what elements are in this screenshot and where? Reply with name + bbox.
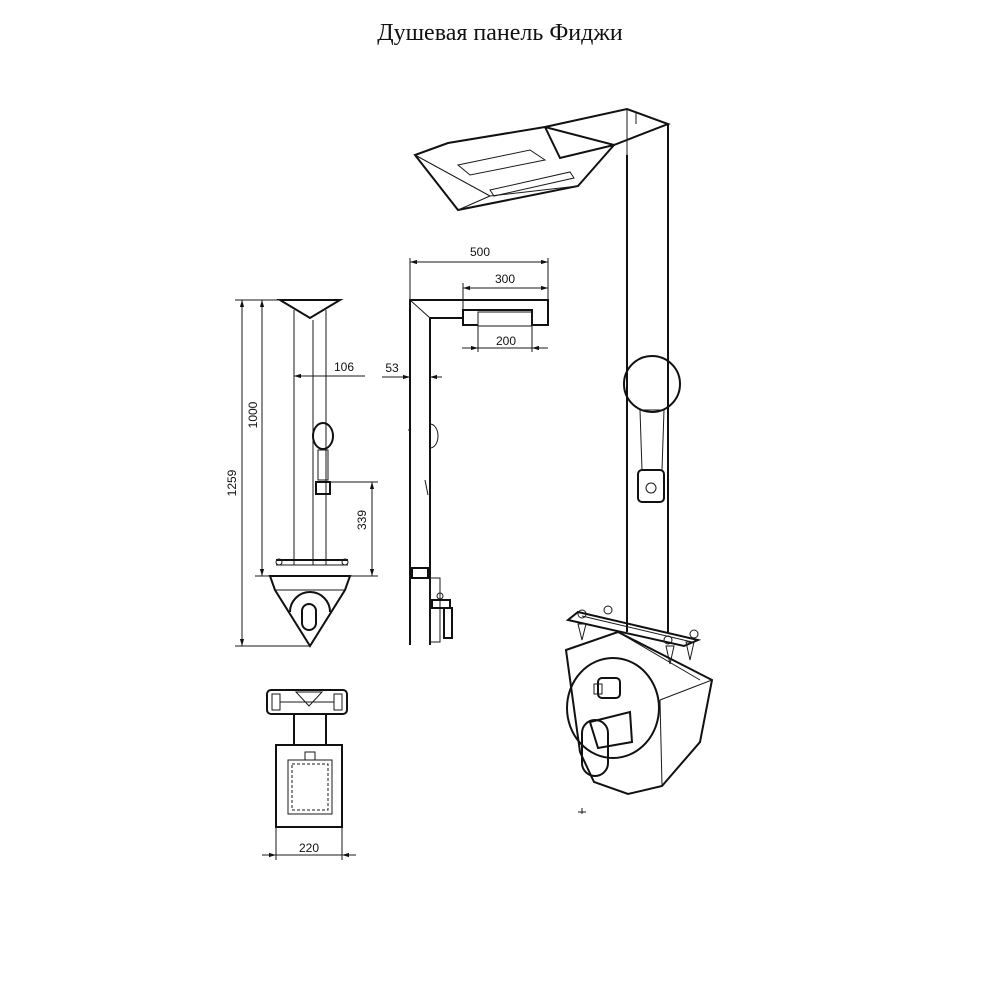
drawing-title: Душевая панель Фиджи	[377, 20, 623, 46]
isometric-view	[413, 107, 714, 814]
front-mixer-body	[268, 575, 352, 648]
dim-53: 53	[385, 361, 399, 375]
front-view	[235, 299, 378, 648]
top-head-shower	[266, 689, 348, 715]
top-view	[262, 689, 356, 860]
dim-500: 500	[470, 245, 490, 259]
side-mixer-top	[411, 567, 429, 579]
iso-diverter-knob	[597, 677, 621, 699]
top-mixer-body	[275, 744, 343, 828]
iso-mixer-body	[564, 630, 714, 796]
iso-holder	[637, 469, 665, 503]
dim-106: 106	[334, 360, 354, 374]
iso-hand-shower	[623, 355, 681, 413]
iso-head-shower	[413, 125, 617, 212]
front-mixer-handle	[301, 603, 317, 631]
iso-shelf	[565, 610, 702, 648]
side-head-shower	[477, 311, 533, 327]
dim-300: 300	[495, 272, 515, 286]
dim-1259: 1259	[225, 469, 239, 496]
dim-339: 339	[355, 510, 369, 530]
dim-1000: 1000	[246, 401, 260, 428]
iso-mixer-lever	[581, 719, 609, 777]
iso-mixer-plate	[566, 657, 660, 759]
side-view	[382, 258, 549, 645]
dim-220: 220	[299, 841, 319, 855]
front-holder	[315, 481, 331, 495]
front-head-shower	[276, 299, 344, 320]
front-hand-shower	[312, 422, 334, 450]
dim-200: 200	[496, 334, 516, 348]
